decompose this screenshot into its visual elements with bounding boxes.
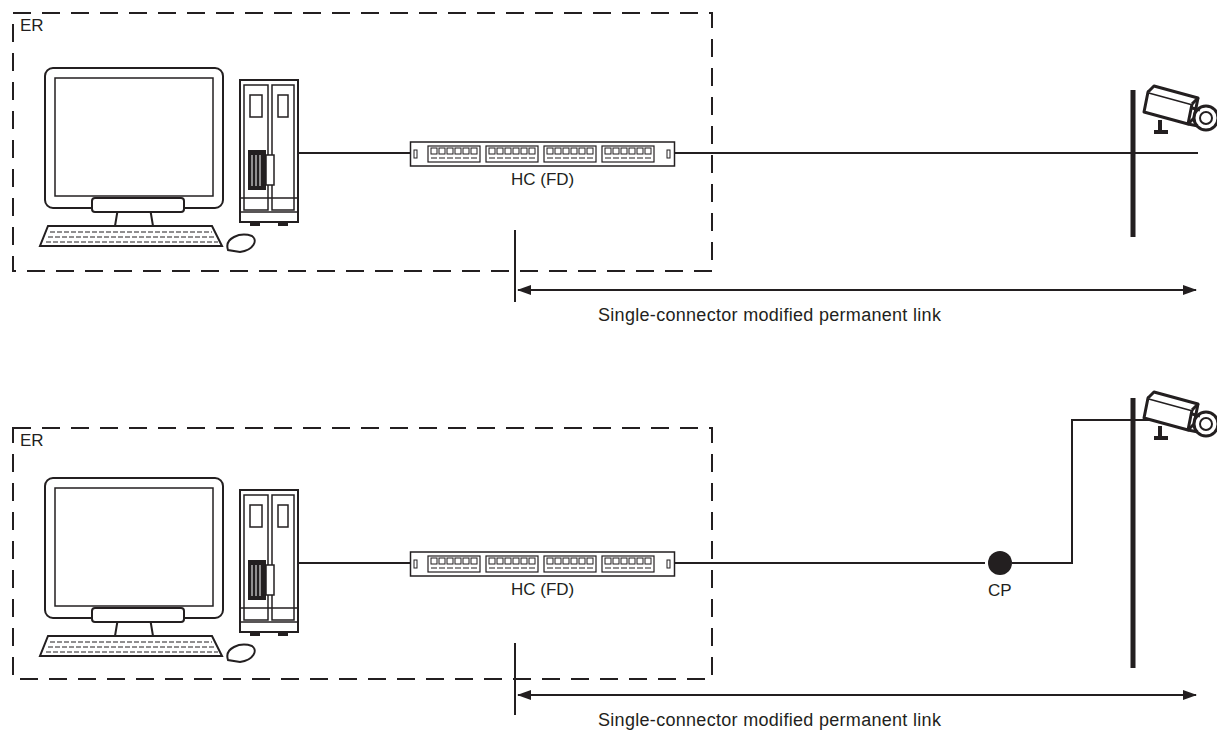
equipment-room: ER HC (FD): [12, 427, 713, 680]
consolidation-point: CP: [985, 551, 1015, 607]
node-label: CP: [986, 581, 1014, 601]
patch-panel: HC (FD): [410, 550, 675, 606]
cable-link: [675, 562, 985, 564]
node-label: HC (FD): [509, 580, 576, 600]
equipment-room: ER HC (FD): [12, 12, 713, 272]
patch-panel: HC (FD): [410, 140, 675, 196]
dimension-label: Single-connector modified permanent link: [595, 304, 944, 326]
node-label: HC (FD): [509, 170, 576, 190]
room-label: ER: [18, 431, 46, 451]
dimension-label: Single-connector modified permanent link: [595, 709, 944, 731]
room-label: ER: [18, 16, 46, 36]
